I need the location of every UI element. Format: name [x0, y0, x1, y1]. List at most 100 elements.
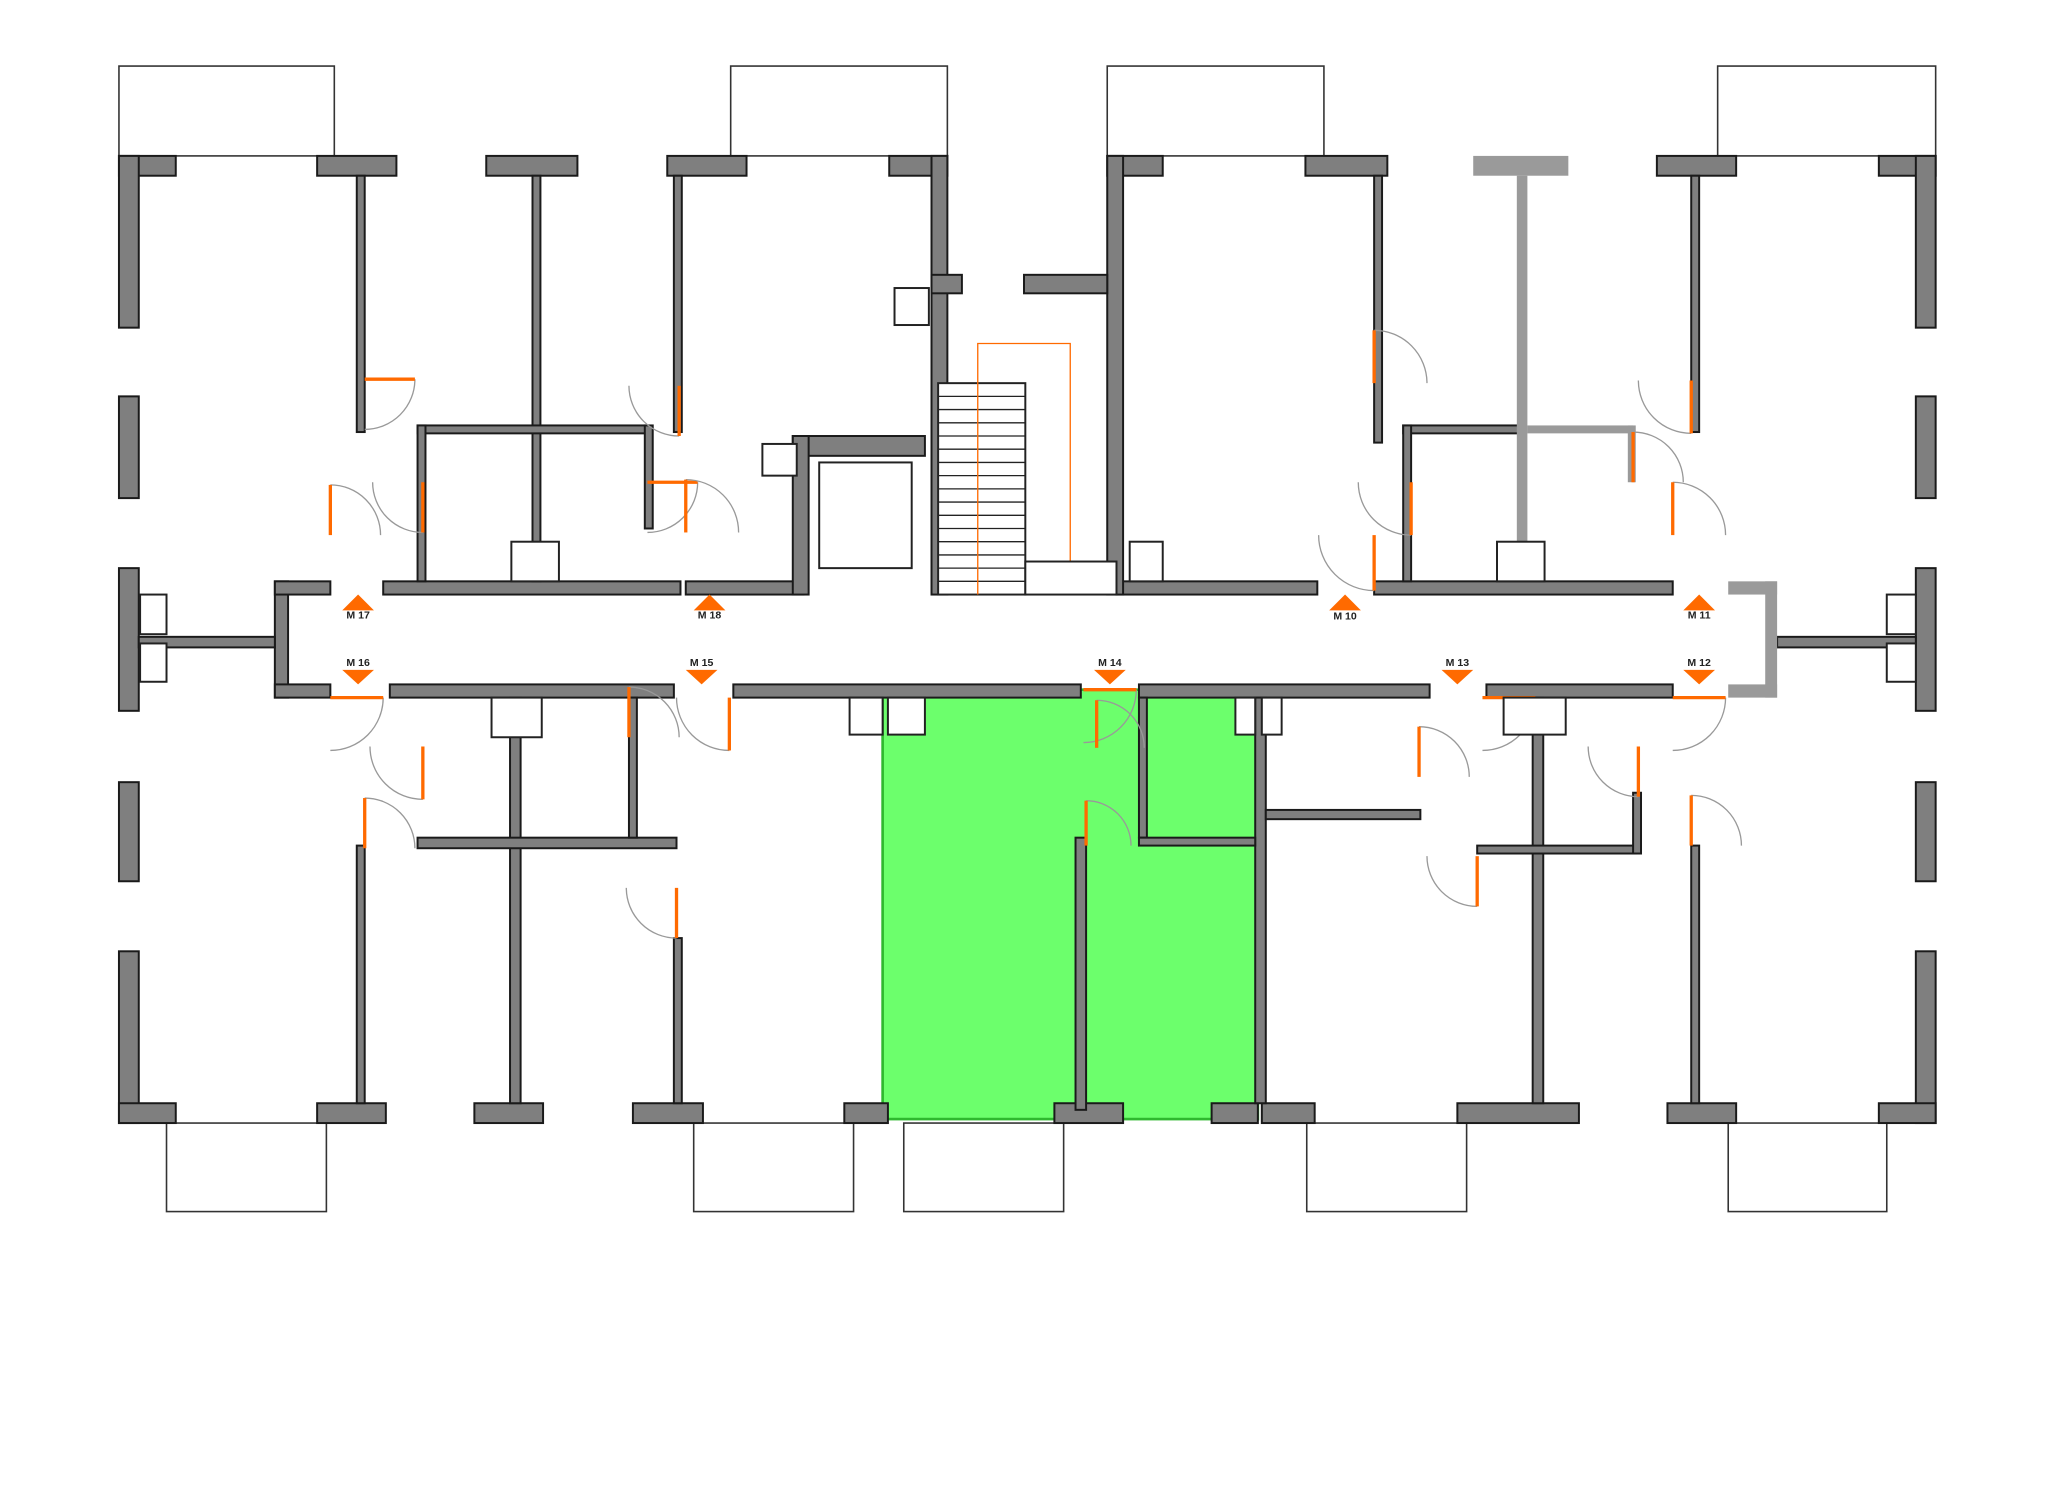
door-swing	[1637, 380, 1692, 435]
wall	[843, 1102, 889, 1125]
balcony	[902, 1122, 1065, 1213]
wall	[1023, 273, 1109, 295]
wall-light	[1728, 684, 1778, 698]
unit-label: M 12	[1687, 657, 1711, 669]
door-swing	[1691, 794, 1743, 846]
wall	[1476, 844, 1637, 855]
balcony	[1305, 1122, 1468, 1213]
wall	[627, 696, 638, 839]
wall	[1137, 683, 1431, 699]
balcony	[1727, 1122, 1888, 1213]
balcony	[1106, 65, 1325, 157]
wall	[416, 836, 678, 850]
unit-marker-m12[interactable]: M 12	[1683, 657, 1716, 685]
wall	[117, 950, 140, 1125]
ventilation-shaft	[1502, 696, 1567, 736]
wall	[732, 683, 1082, 699]
landing	[1024, 560, 1118, 596]
walls	[117, 154, 1937, 1125]
unit-marker-m18[interactable]: M 18	[693, 594, 726, 622]
door-swing	[369, 746, 423, 801]
unit-marker-m11[interactable]: M 11	[1683, 594, 1716, 622]
wall	[1914, 950, 1937, 1125]
wall	[684, 580, 805, 596]
wall	[273, 683, 332, 699]
door-swing	[364, 379, 416, 431]
wall	[930, 273, 963, 295]
door-swing	[1672, 481, 1727, 536]
unit-marker-m17[interactable]: M 17	[342, 594, 374, 622]
unit-label: M 18	[698, 609, 722, 621]
wall	[1373, 174, 1384, 444]
unit-marker-m10[interactable]: M 10	[1329, 594, 1361, 623]
wall	[1053, 1102, 1125, 1125]
unit-label: M 13	[1446, 657, 1470, 669]
wall	[666, 154, 748, 177]
wall	[316, 1102, 387, 1125]
wall	[509, 696, 522, 1105]
wall	[1115, 580, 1319, 596]
unit-label: M 10	[1333, 611, 1357, 623]
wall	[388, 683, 675, 699]
ventilation-shaft	[510, 540, 560, 583]
balcony	[729, 65, 949, 157]
door-swing	[1419, 726, 1470, 777]
wall-light	[1516, 175, 1528, 582]
wall	[1914, 567, 1937, 712]
doors	[328, 329, 1743, 939]
door-swing	[330, 697, 384, 752]
wall	[273, 580, 290, 699]
door-swing	[628, 385, 680, 437]
door-swing	[625, 887, 677, 939]
ventilation-shaft	[886, 696, 926, 736]
wall	[117, 781, 140, 883]
wall	[1666, 1102, 1738, 1125]
wall	[1456, 1102, 1580, 1125]
door-swing	[1086, 800, 1132, 846]
wall	[1210, 1102, 1259, 1125]
ventilation-shaft	[1128, 540, 1164, 583]
door-swing	[371, 482, 423, 534]
wall	[117, 1102, 177, 1125]
ventilation-shaft	[490, 696, 543, 739]
wall-light	[1527, 425, 1634, 434]
door-swing	[675, 697, 730, 752]
wall	[355, 844, 366, 1105]
wall	[117, 154, 140, 329]
staircase	[818, 342, 1118, 596]
wall-light	[1765, 581, 1778, 698]
wall	[631, 1102, 704, 1125]
wall	[1304, 154, 1389, 177]
wall	[1264, 808, 1422, 821]
door-swing	[1357, 482, 1412, 536]
wall	[1074, 836, 1088, 1111]
elevator	[818, 461, 913, 570]
wall	[1632, 791, 1643, 855]
wall	[1531, 696, 1545, 1105]
wall	[1137, 696, 1148, 839]
unit-marker-m16[interactable]: M 16	[342, 657, 374, 685]
wall	[1106, 154, 1125, 596]
balcony	[118, 65, 336, 157]
door-swing	[1587, 746, 1639, 798]
unit-marker-m14[interactable]: M 14	[1094, 657, 1126, 685]
wall	[316, 154, 398, 177]
door-swing	[1374, 329, 1428, 384]
wall	[416, 424, 649, 435]
ventilation-shaft	[1234, 696, 1257, 736]
wall	[1877, 1102, 1937, 1125]
unit-marker-m13[interactable]: M 13	[1441, 657, 1474, 685]
door-swing	[364, 797, 416, 849]
unit-marker-m15[interactable]: M 15	[685, 657, 718, 685]
shafts	[139, 287, 1917, 739]
unit-label: M 14	[1098, 657, 1122, 669]
door-swing	[1083, 689, 1137, 744]
ventilation-shaft	[848, 696, 884, 736]
selected-unit-m14[interactable]	[881, 688, 1260, 1121]
door-swing	[1096, 699, 1145, 748]
wall	[273, 580, 332, 596]
unit-markers: M 17 M 18 M 10 M 11 M 16 M 15 M 14 M 13 …	[342, 594, 1716, 685]
wall	[1402, 424, 1521, 435]
stair-path	[977, 342, 1071, 595]
wall	[531, 174, 542, 583]
